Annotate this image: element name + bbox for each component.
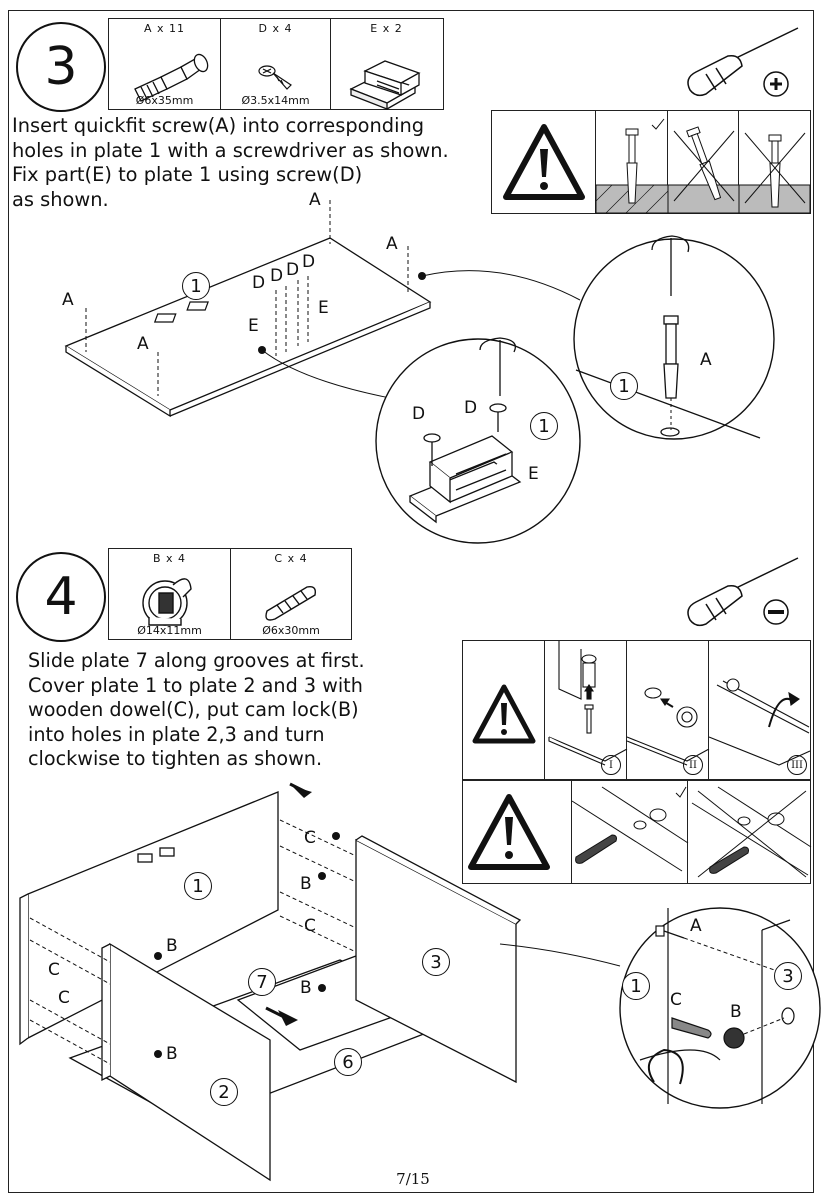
detail-plate-1-marker-step4: 1	[622, 972, 650, 1000]
label-a-4: A	[386, 234, 398, 254]
part-b: B x 4 Ø14x11mm	[109, 549, 231, 639]
label-a-3: A	[309, 190, 321, 210]
detail-label-d-2: D	[464, 398, 478, 418]
label-d-3: D	[286, 260, 300, 280]
detail-label-a: A	[700, 350, 712, 370]
step-3-parts-box: A x 11 Ø6x35mm D x 4 Ø3.5x14mm E x 2	[108, 18, 444, 110]
label-e-1: E	[248, 316, 259, 336]
cam-step-iii-cell: III	[708, 641, 811, 779]
warning-cell-dowel	[463, 781, 573, 883]
step-3-assembly-drawing	[64, 200, 775, 544]
step-4-instruction: Slide plate 7 along grooves at first. Co…	[28, 649, 365, 770]
detail-label-e: E	[528, 464, 539, 484]
cam-step-ii-cell: II	[626, 641, 710, 779]
plate-1-marker-step4: 1	[184, 872, 212, 900]
cam-turn-icon	[708, 678, 811, 766]
label-d-1: D	[252, 273, 266, 293]
plate-6-marker: 6	[334, 1048, 362, 1076]
warning-cell-cam	[463, 641, 545, 779]
dowel-wrong-icon	[691, 786, 811, 878]
plate-7-marker: 7	[248, 968, 276, 996]
warning-icon	[503, 124, 585, 200]
part-b-size: Ø14x11mm	[137, 624, 202, 637]
roman-iii: III	[787, 755, 807, 775]
wooden-dowel-icon	[265, 585, 317, 621]
cam-insert-icon	[548, 641, 628, 766]
cam-lock-icon	[142, 578, 192, 626]
detail-plate-1-marker: 1	[530, 412, 558, 440]
roman-ii: II	[683, 755, 703, 775]
part-d: D x 4 Ø3.5x14mm	[221, 19, 331, 109]
part-c-title: C x 4	[274, 552, 308, 565]
part-e: E x 2	[331, 19, 442, 110]
cam-step-i-cell: I	[545, 641, 628, 779]
flat-screwdriver-icon	[687, 557, 799, 627]
label-c-4: C	[58, 988, 70, 1008]
step-3-instruction: Insert quickfit screw(A) into correspond…	[12, 114, 449, 211]
detail-label-d-1: D	[412, 404, 426, 424]
label-d-4: D	[302, 252, 316, 272]
label-b-2: B	[166, 936, 178, 956]
part-a-title: A x 11	[143, 22, 186, 35]
dowel-correct-cell	[572, 781, 689, 883]
detail-plate-1-marker-2: 1	[610, 372, 638, 400]
magnetic-catch-icon	[349, 60, 421, 110]
step-3-number: 3	[16, 22, 106, 112]
part-c-size: Ø6x30mm	[262, 624, 320, 637]
step-4-parts-box: B x 4 Ø14x11mm C x 4 Ø6x30mm	[108, 548, 352, 640]
dowel-correct-icon	[572, 786, 689, 872]
page-number: 7/15	[396, 1170, 430, 1188]
detail-label-c: C	[670, 990, 682, 1010]
plate-3-marker: 3	[422, 948, 450, 976]
part-a-size: Ø6x35mm	[135, 94, 194, 107]
correct-screw-depth-icon	[595, 118, 669, 214]
label-b-3: B	[300, 978, 312, 998]
label-c-1: C	[304, 828, 316, 848]
wrong-angle-icon	[667, 126, 741, 214]
part-a: A x 11 Ø6x35mm	[109, 19, 221, 109]
warning-icon	[468, 794, 550, 870]
label-b-4: B	[166, 1044, 178, 1064]
part-d-title: D x 4	[258, 22, 293, 35]
detail-plate-3-marker: 3	[774, 962, 802, 990]
roman-i: I	[601, 755, 621, 775]
wrong-depth-cell	[738, 111, 811, 214]
part-b-title: B x 4	[152, 552, 187, 565]
step-3-warning-box	[491, 110, 811, 214]
part-e-title: E x 2	[370, 22, 403, 35]
wood-screw-icon	[258, 65, 292, 90]
dowel-wrong-cell	[688, 781, 811, 883]
correct-depth-cell	[595, 111, 669, 214]
detail-label-b: B	[730, 1002, 742, 1022]
label-b-1: B	[300, 874, 312, 894]
step-4-number: 4	[16, 552, 106, 642]
label-c-3: C	[48, 960, 60, 980]
label-e-2: E	[318, 298, 329, 318]
step-4-warning-box-cam: I II III	[462, 640, 811, 780]
phillips-screwdriver-icon	[687, 27, 799, 97]
warning-cell	[492, 111, 597, 213]
label-d-2: D	[270, 266, 284, 286]
wrong-angle-cell	[667, 111, 741, 214]
plate-1-marker: 1	[182, 272, 210, 300]
part-d-size: Ø3.5x14mm	[241, 94, 310, 107]
quickfit-screw-icon	[134, 53, 209, 102]
page-frame	[8, 10, 814, 1193]
step-4-warning-box-dowel	[462, 780, 811, 884]
plate-2-marker: 2	[210, 1078, 238, 1106]
label-c-2: C	[304, 916, 316, 936]
detail-label-a-step4: A	[690, 916, 702, 936]
wrong-depth-icon	[738, 132, 811, 214]
cam-detail-circle	[619, 907, 821, 1109]
label-a-1: A	[62, 290, 74, 310]
label-a-2: A	[137, 334, 149, 354]
warning-icon	[472, 684, 536, 744]
part-c: C x 4 Ø6x30mm	[231, 549, 351, 639]
